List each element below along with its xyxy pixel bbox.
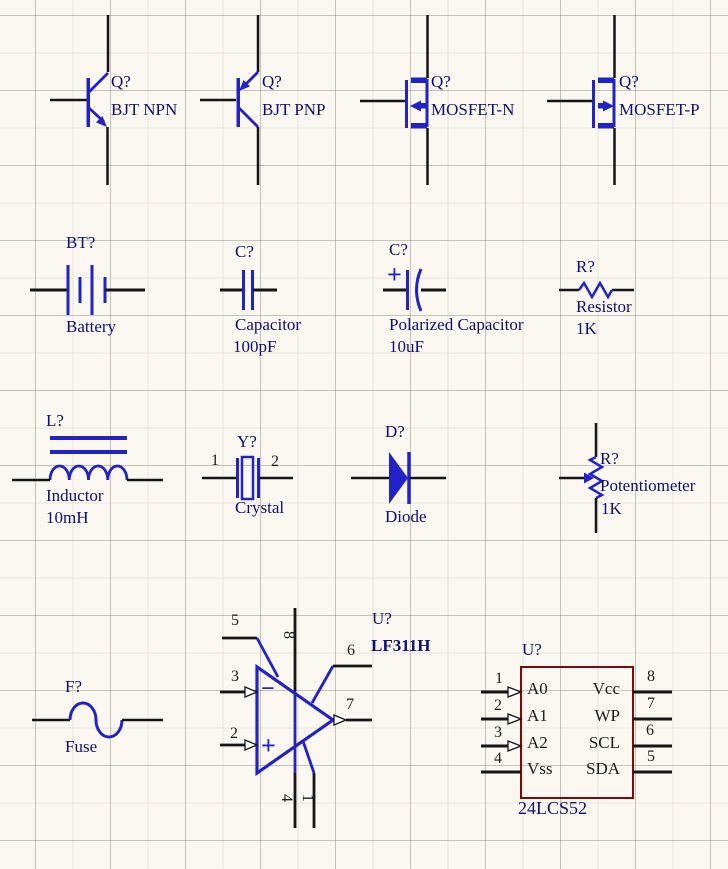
polarized-capacitor-symbol[interactable]: [375, 255, 460, 325]
opamp-pin8-number: 8: [280, 631, 297, 639]
bjt-pnp-symbol[interactable]: [190, 10, 280, 190]
fuse-symbol[interactable]: [25, 688, 170, 750]
bjt-npn-designator[interactable]: Q?: [111, 72, 131, 91]
mosfet-p-symbol[interactable]: [507, 10, 622, 190]
resistor-value[interactable]: 1K: [576, 319, 597, 338]
eeprom-pin2-name: A1: [527, 706, 548, 725]
eeprom-pin6-name: SCL: [588, 733, 620, 752]
eeprom-pin7-name: WP: [594, 706, 621, 725]
capacitor-symbol[interactable]: [215, 260, 285, 320]
eeprom-pin8-number: 8: [647, 668, 655, 685]
eeprom-pin3-name: A2: [527, 733, 548, 752]
opamp-pin7-number: 7: [346, 696, 354, 713]
inductor-label[interactable]: Inductor: [46, 486, 104, 505]
diode-symbol[interactable]: [345, 440, 453, 510]
polarized-capacitor-value[interactable]: 10uF: [389, 337, 424, 356]
potentiometer-symbol[interactable]: [550, 420, 628, 538]
battery-label[interactable]: Battery: [66, 317, 117, 336]
crystal-designator[interactable]: Y?: [237, 432, 257, 451]
opamp-pin1-number: 1: [299, 794, 316, 802]
opamp-pin6-number: 6: [347, 642, 355, 659]
battery-designator[interactable]: BT?: [66, 233, 96, 252]
eeprom-pin1-number: 1: [495, 670, 503, 687]
opamp-pin4-number: 4: [278, 794, 295, 802]
polarized-capacitor-designator[interactable]: C?: [389, 240, 408, 259]
eeprom-pin7-number: 7: [647, 695, 655, 712]
inductor-value[interactable]: 10mH: [46, 508, 89, 527]
mosfet-n-symbol[interactable]: [320, 10, 435, 190]
diode-designator[interactable]: D?: [385, 422, 405, 441]
opamp-plus-sign: +: [261, 731, 276, 760]
capacitor-designator[interactable]: C?: [235, 242, 254, 261]
polarized-capacitor-label[interactable]: Polarized Capacitor: [389, 315, 524, 334]
eeprom-symbol[interactable]: [475, 660, 685, 810]
eeprom-pin4-number: 4: [494, 750, 502, 767]
opamp-symbol[interactable]: [210, 600, 390, 840]
opamp-part-number[interactable]: LF311H: [371, 636, 431, 655]
mosfet-p-designator[interactable]: Q?: [619, 72, 639, 91]
eeprom-pin4-name: Vss: [527, 759, 553, 778]
diode-label[interactable]: Diode: [385, 507, 427, 526]
opamp-pin3-number: 3: [231, 668, 239, 685]
resistor-label[interactable]: Resistor: [576, 297, 632, 316]
crystal-symbol[interactable]: [195, 428, 305, 506]
polarized-capacitor-plus-sign: +: [387, 260, 402, 289]
crystal-pin1-number: 1: [211, 452, 219, 469]
resistor-designator[interactable]: R?: [576, 257, 595, 276]
eeprom-pin5-number: 5: [647, 748, 655, 765]
bjt-npn-symbol[interactable]: [40, 10, 130, 190]
opamp-minus-sign: −: [261, 676, 275, 702]
eeprom-pin8-name: Vcc: [592, 679, 620, 698]
eeprom-pin6-number: 6: [646, 722, 654, 739]
potentiometer-value[interactable]: 1K: [601, 499, 622, 518]
fuse-label[interactable]: Fuse: [65, 737, 98, 756]
mosfet-n-label[interactable]: MOSFET-N: [431, 100, 515, 119]
crystal-label[interactable]: Crystal: [235, 498, 285, 517]
potentiometer-designator[interactable]: R?: [600, 449, 619, 468]
mosfet-n-designator[interactable]: Q?: [431, 72, 451, 91]
capacitor-label[interactable]: Capacitor: [235, 315, 302, 334]
bjt-pnp-label[interactable]: BJT PNP: [262, 100, 326, 119]
capacitor-value[interactable]: 100pF: [233, 337, 277, 356]
eeprom-pin1-name: A0: [527, 679, 548, 698]
potentiometer-label[interactable]: Potentiometer: [600, 476, 696, 495]
bjt-pnp-designator[interactable]: Q?: [262, 72, 282, 91]
opamp-pin5-number: 5: [231, 612, 239, 629]
eeprom-part-number[interactable]: 24LCS52: [518, 798, 588, 818]
fuse-designator[interactable]: F?: [65, 677, 82, 696]
bjt-npn-label[interactable]: BJT NPN: [111, 100, 178, 119]
eeprom-designator[interactable]: U?: [522, 640, 542, 659]
opamp-designator[interactable]: U?: [372, 609, 392, 628]
mosfet-p-label[interactable]: MOSFET-P: [619, 100, 700, 119]
opamp-pin2-number: 2: [230, 725, 238, 742]
eeprom-pin2-number: 2: [494, 697, 502, 714]
battery-symbol[interactable]: [25, 255, 150, 325]
resistor-symbol[interactable]: [550, 268, 645, 312]
inductor-designator[interactable]: L?: [46, 411, 64, 430]
inductor-symbol[interactable]: [5, 425, 175, 493]
eeprom-pin3-number: 3: [494, 724, 502, 741]
crystal-pin2-number: 2: [271, 453, 279, 470]
eeprom-pin5-name: SDA: [585, 759, 620, 778]
